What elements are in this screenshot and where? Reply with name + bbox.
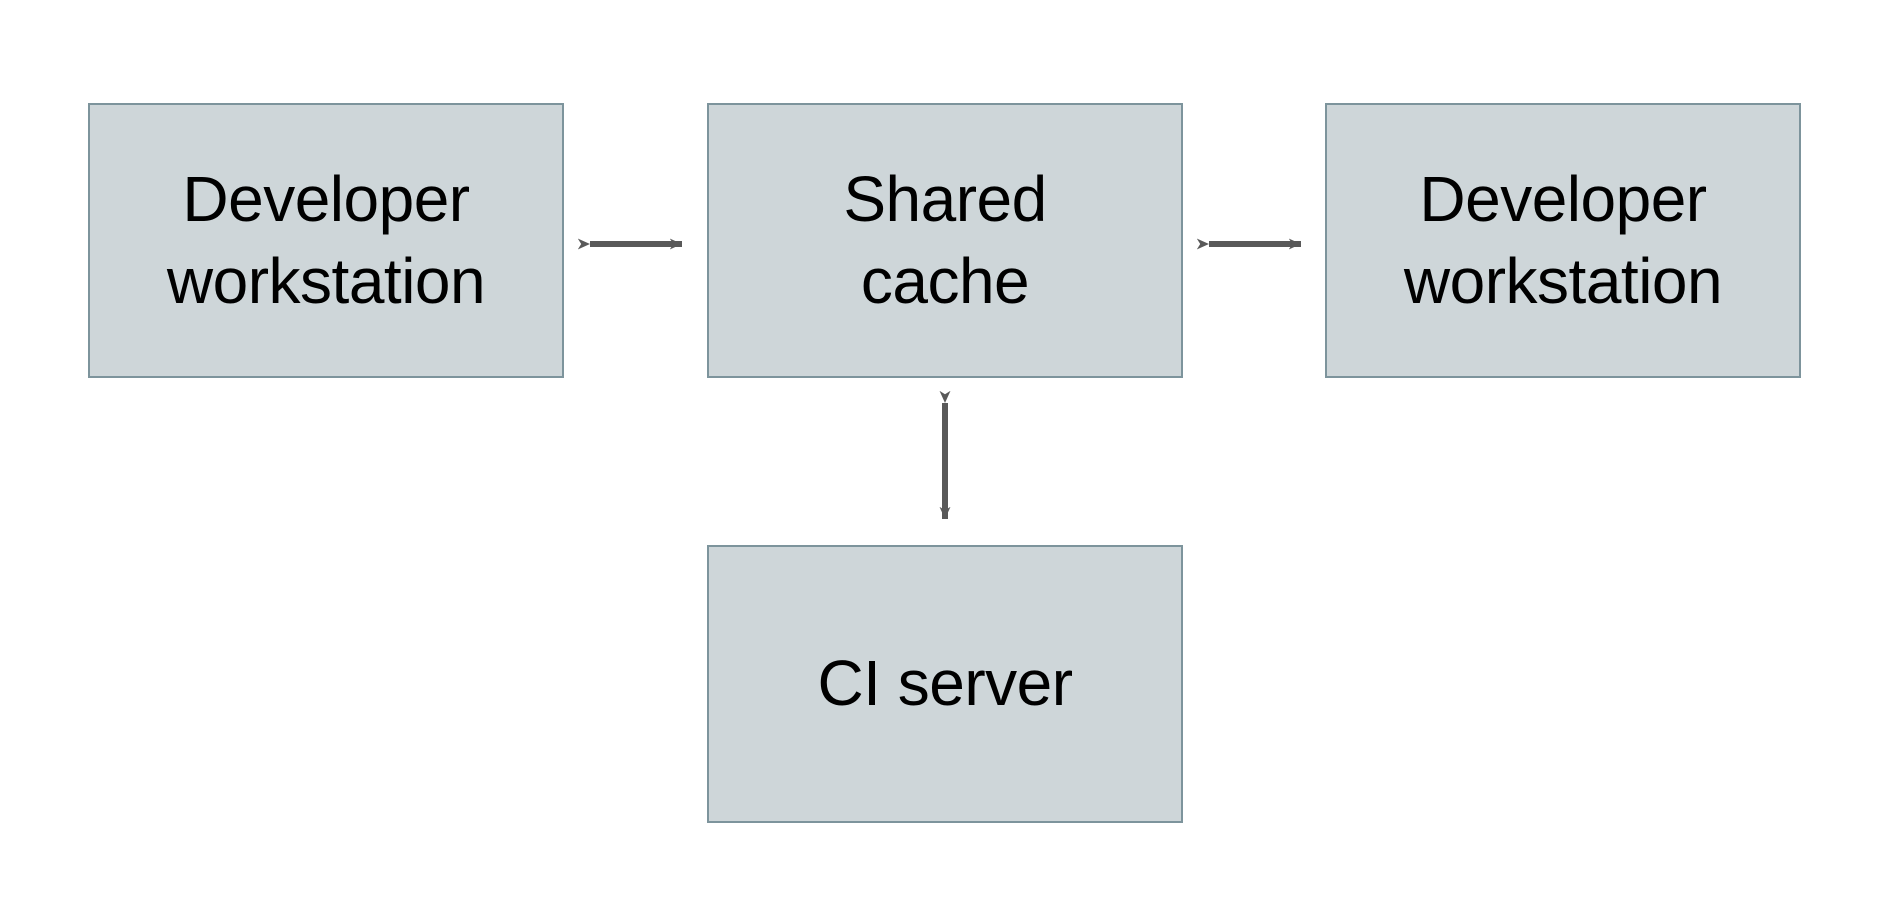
node-label-shared-cache: Shared cache — [843, 162, 1047, 317]
double-headed-arrow-horizontal-icon-left[interactable] — [563, 222, 709, 266]
node-label-developer-workstation-right: Developer workstation — [1403, 162, 1723, 317]
node-ci-server[interactable]: CI server — [707, 545, 1183, 823]
node-label-developer-workstation-left: Developer workstation — [166, 162, 486, 317]
node-developer-workstation-right[interactable]: Developer workstation — [1325, 103, 1801, 378]
double-headed-arrow-vertical-icon[interactable] — [922, 376, 968, 546]
double-headed-arrow-horizontal-icon-right[interactable] — [1182, 222, 1328, 266]
node-developer-workstation-left[interactable]: Developer workstation — [88, 103, 564, 378]
node-label-ci-server: CI server — [817, 647, 1073, 720]
node-shared-cache[interactable]: Shared cache — [707, 103, 1183, 378]
